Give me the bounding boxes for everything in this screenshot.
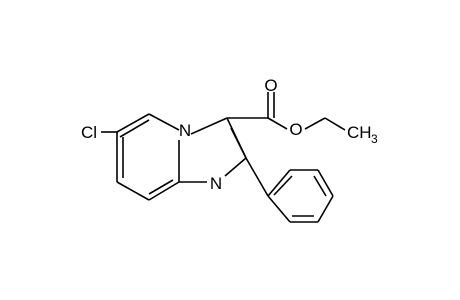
bond (148, 113, 180, 131)
methyl-group-label: CH (347, 123, 372, 142)
bond (116, 181, 150, 201)
chloro-substituent: Cl (81, 123, 117, 142)
bond (267, 117, 288, 130)
ester-oxygen-label: O (289, 120, 302, 139)
bond (324, 117, 346, 131)
ester-group: O O CH 3 (227, 76, 378, 146)
bond (304, 117, 326, 130)
bond (273, 175, 293, 196)
bond (267, 169, 291, 197)
phenyl-ring (245, 157, 334, 223)
ring-nitrogen-label: N (210, 174, 222, 193)
bond (148, 179, 174, 195)
pyridine-ring (116, 113, 180, 201)
imidazole-ring (179, 117, 247, 183)
bond (230, 127, 247, 159)
bond (116, 113, 150, 133)
bond (119, 119, 150, 138)
bond (317, 169, 334, 197)
bridgehead-nitrogen-label: N (179, 121, 191, 140)
bond (267, 195, 291, 223)
bond (224, 157, 247, 177)
bond (245, 157, 269, 197)
chlorine-atom-label: Cl (81, 123, 97, 142)
bond (313, 175, 327, 197)
methyl-subscript: 3 (371, 132, 378, 146)
bond (190, 117, 228, 135)
bond (148, 181, 180, 201)
carbonyl-oxygen-label: O (264, 76, 277, 95)
bond (317, 195, 334, 223)
